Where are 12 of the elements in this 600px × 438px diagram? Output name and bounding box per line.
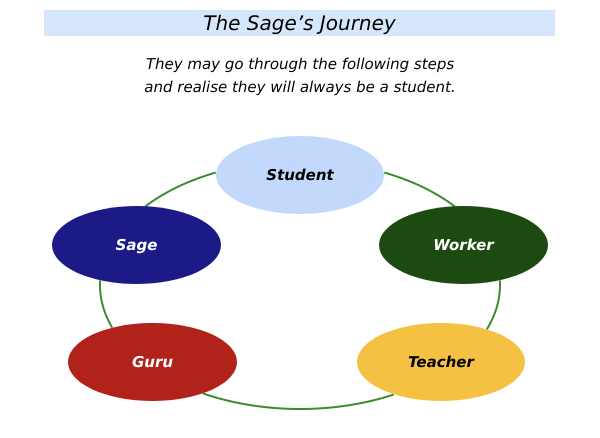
stage-label: Student	[266, 166, 334, 184]
cycle-arc	[384, 172, 456, 208]
cycle-arc	[486, 280, 501, 330]
cycle-arc	[144, 172, 216, 208]
cycle-arc	[202, 392, 394, 410]
cycle-arc	[99, 280, 114, 328]
title-banner: The Sage’s Journey	[44, 10, 555, 36]
subtitle-text: They may go through the following steps and realise they will always be a student.	[143, 54, 457, 98]
stage-label: Sage	[116, 236, 158, 254]
stage-label: Teacher	[408, 353, 474, 371]
stage-label: Worker	[433, 236, 494, 254]
stage-label: Guru	[132, 353, 174, 371]
